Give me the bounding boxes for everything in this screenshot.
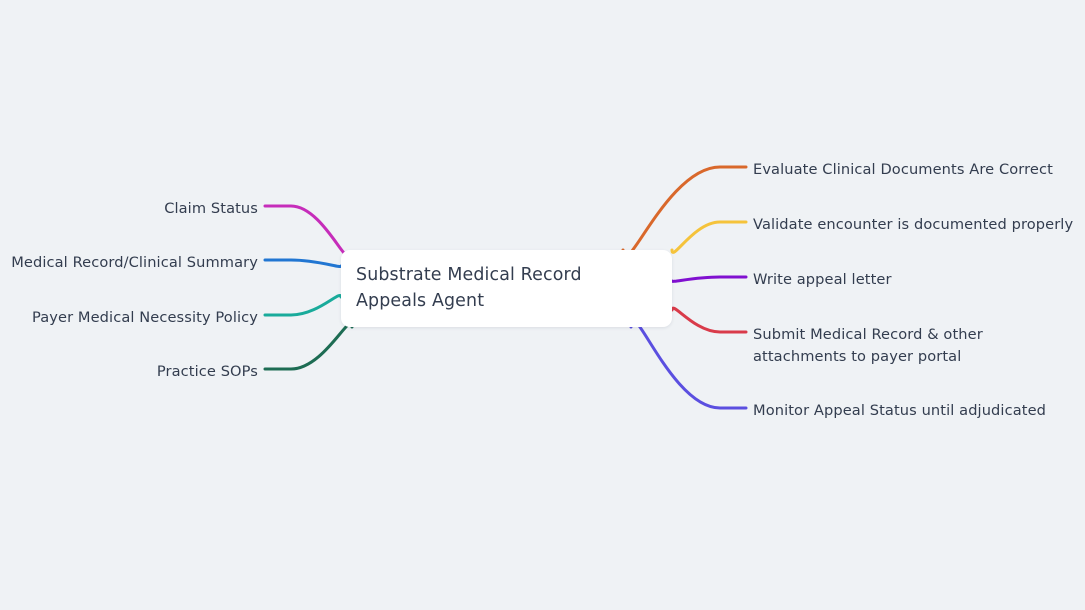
branch-curve-submit-medical-record-other-attachments- — [670, 306, 748, 334]
branch-label-practice-sops[interactable]: Practice SOPs — [156, 363, 258, 380]
branch-label-validate-encounter-is-documented-properl[interactable]: Validate encounter is documented properl… — [753, 216, 1074, 233]
branch-label-medical-record-clinical-summary[interactable]: Medical Record/Clinical Summary — [11, 254, 258, 271]
branch-label-evaluate-clinical-documents-are-correct[interactable]: Evaluate Clinical Documents Are Correct — [753, 161, 1053, 178]
branch-curve-validate-encounter-is-documented-properl — [670, 220, 748, 254]
central-node[interactable]: Substrate Medical Record Appeals Agent — [341, 250, 672, 327]
branch-curve-write-appeal-letter — [670, 275, 748, 283]
branch-curve-medical-record-clinical-summary — [263, 258, 343, 269]
branch-label-claim-status[interactable]: Claim Status — [164, 200, 258, 217]
branch-label-payer-medical-necessity-policy[interactable]: Payer Medical Necessity Policy — [31, 309, 258, 326]
branch-label-submit-medical-record-other-attachments-[interactable]: Submit Medical Record & other attachment… — [753, 326, 983, 365]
branch-curve-practice-sops — [263, 322, 354, 371]
branch-label-monitor-appeal-status-until-adjudicated[interactable]: Monitor Appeal Status until adjudicated — [753, 402, 1047, 419]
branch-curve-claim-status — [263, 204, 351, 258]
branch-curve-payer-medical-necessity-policy — [263, 293, 343, 317]
branch-label-write-appeal-letter[interactable]: Write appeal letter — [753, 271, 892, 288]
central-node-title: Substrate Medical Record Appeals Agent — [356, 265, 582, 311]
